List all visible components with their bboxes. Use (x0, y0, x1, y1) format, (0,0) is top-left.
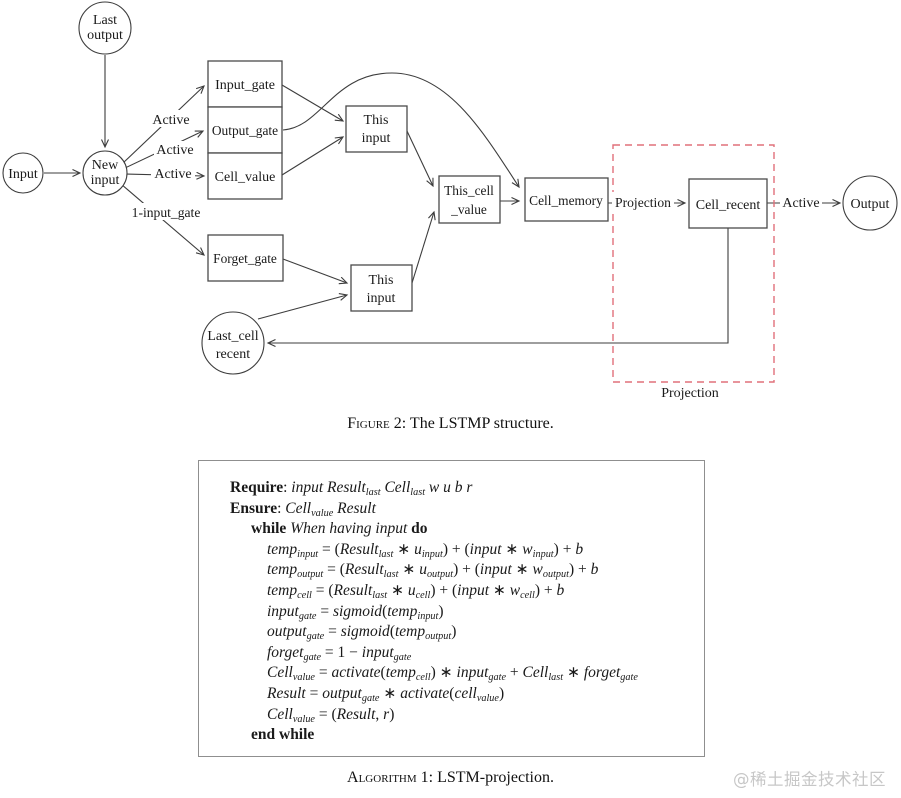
label-bg (150, 110, 193, 127)
node-new-input (82, 150, 128, 196)
node-last-output (78, 1, 132, 55)
forget-gate-label: Forget_gate (213, 251, 277, 266)
algorithm-caption-text: : LSTM-projection. (428, 769, 554, 786)
edge-cellrecent-to-lastcell (266, 228, 729, 347)
figure-caption: Figure 2: The LSTMP structure. (0, 415, 901, 433)
algorithm-line: Ensure: Cellvalue Result (230, 499, 376, 519)
edge-cellvalue-to-thisinput (281, 136, 345, 176)
algorithm-line: Require: input Resultlast Celllast w u b… (230, 479, 473, 498)
node-forget-gate (207, 234, 284, 282)
node-this-cell-value (438, 175, 501, 224)
this-input-top-label-1: This (364, 113, 389, 128)
input-gate-label: Input_gate (215, 78, 275, 93)
active-out-label: Active (782, 196, 819, 211)
node-this-input-top (345, 105, 408, 153)
last-cell-recent-label-2: recent (216, 347, 250, 362)
algorithm-lines: Require: input Resultlast Celllast w u b… (199, 461, 704, 746)
active-output-gate-label: Active (156, 143, 193, 158)
label-bg (780, 192, 822, 208)
output-label: Output (851, 197, 890, 212)
output-gate-label: Output_gate (212, 123, 278, 138)
node-input-gate (207, 60, 283, 108)
algorithm-line: Cellvalue = activate(tempcell) ∗ inputga… (267, 664, 638, 684)
label-bg (127, 203, 207, 220)
algorithm-line: Cellvalue = (Result, r) (267, 705, 395, 725)
this-input-bottom-label-1: This (369, 273, 394, 288)
edge-lastcell-to-thisinput2 (257, 293, 349, 320)
this-input-bottom-label-2: input (367, 291, 396, 306)
label-bg (151, 165, 195, 181)
node-this-input-bottom (350, 264, 413, 312)
algorithm-line: tempoutput = (Resultlast ∗ uoutput) + (i… (267, 561, 599, 581)
cell-memory-label: Cell_memory (529, 193, 603, 208)
algorithm-line: inputgate = sigmoid(tempinput) (267, 602, 444, 622)
label-bg (154, 141, 196, 157)
input-label: Input (8, 167, 38, 182)
projection-region-box (612, 144, 775, 383)
edge-thisinput-to-thiscell (406, 130, 434, 188)
last-output-label-2: output (87, 28, 123, 43)
edge-forgetgate-to-thisinput2 (282, 258, 349, 285)
node-cell-memory (524, 177, 609, 222)
algorithm-line: tempinput = (Resultlast ∗ uinput) + (inp… (267, 540, 584, 560)
node-cell-recent (688, 178, 768, 229)
one-minus-input-gate-label: 1-input_gate (132, 205, 201, 220)
lstmp-diagram: Last output Input New input Input_gate O… (2, 1, 898, 401)
node-output (842, 175, 898, 231)
new-input-label-1: New (92, 158, 119, 173)
last-output-label-1: Last (93, 13, 117, 28)
node-last-cell-recent (201, 311, 265, 375)
algorithm-line: end while (251, 726, 315, 744)
active-input-gate-label: Active (152, 113, 189, 128)
figure-caption-number: Figure 2 (347, 415, 402, 432)
algorithm-box: Require: input Resultlast Celllast w u b… (198, 460, 705, 757)
this-cell-value-label-2: _value (450, 202, 487, 217)
projection-mid-label: Projection (615, 195, 671, 210)
node-cell-value (207, 152, 283, 200)
active-cell-value-label: Active (154, 167, 191, 182)
cell-value-label: Cell_value (215, 170, 276, 185)
projection-region-label: Projection (661, 386, 719, 401)
node-input (2, 152, 44, 194)
watermark: @稀土掘金技术社区 (733, 770, 886, 789)
figure-caption-text: : The LSTMP structure. (401, 415, 554, 432)
node-output-gate (207, 106, 283, 154)
algorithm-line: tempcell = (Resultlast ∗ ucell) + (input… (267, 581, 565, 601)
last-cell-recent-label-1: Last_cell (207, 329, 258, 344)
this-cell-value-label-1: This_cell (444, 183, 494, 198)
edge-thisinput2-to-thiscell (411, 210, 436, 284)
cell-recent-label: Cell_recent (696, 198, 761, 213)
algorithm-caption: Algorithm 1: LSTM-projection. (0, 769, 901, 787)
edge-outputgate-to-cellmemory-curve (282, 72, 520, 189)
this-input-top-label-2: input (362, 131, 391, 146)
new-input-label-2: input (91, 173, 120, 188)
label-bg (612, 192, 674, 209)
algorithm-line: outputgate = sigmoid(tempoutput) (267, 623, 457, 643)
algorithm-line: Result = outputgate ∗ activate(cellvalue… (267, 684, 505, 704)
algorithm-line: while When having input do (251, 520, 428, 538)
algorithm-caption-number: Algorithm 1 (347, 769, 429, 786)
algorithm-line: forgetgate = 1 − inputgate (267, 643, 412, 663)
edge-inputgate-to-thisinput (281, 84, 345, 122)
